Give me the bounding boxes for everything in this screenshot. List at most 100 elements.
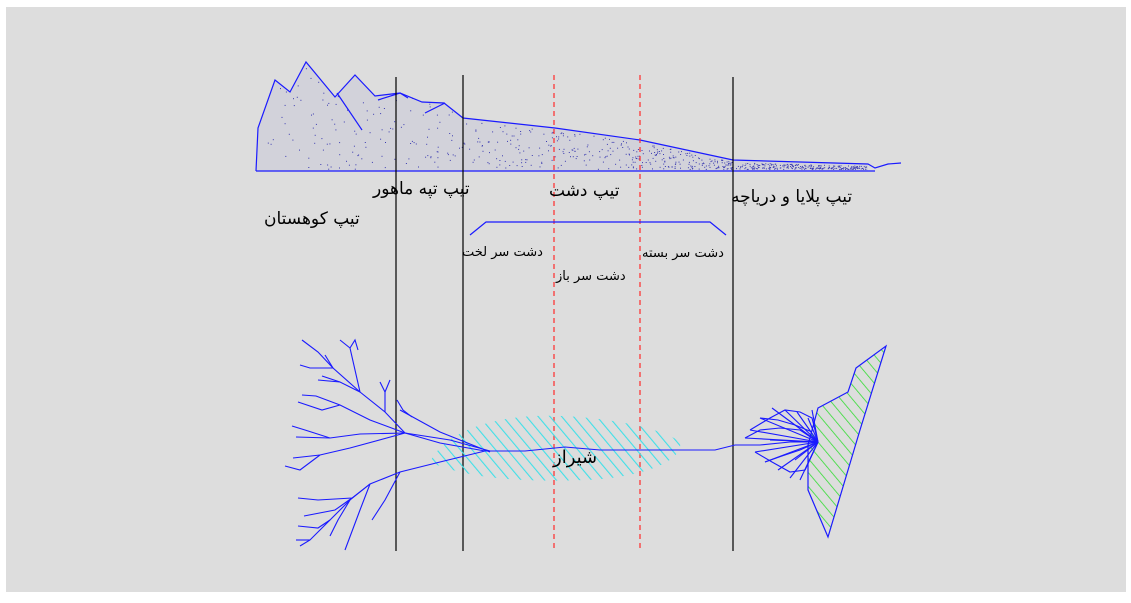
stipple-dot (551, 137, 553, 139)
stipple-dot (636, 158, 638, 160)
drainage-channel (297, 401, 341, 411)
stipple-dot (709, 166, 711, 168)
stipple-dot (568, 152, 570, 153)
stipple-dot (747, 168, 749, 170)
stipple-dot (761, 163, 763, 165)
stipple-dot (726, 164, 728, 166)
stipple-dot (635, 158, 637, 159)
stipple-dot (829, 166, 830, 168)
stipple-dot (822, 168, 824, 170)
stipple-dot (688, 161, 690, 163)
stipple-dot (539, 166, 541, 168)
stipple-dot (672, 157, 674, 159)
stipple-dot (736, 168, 737, 170)
stipple-dot (369, 132, 371, 134)
stipple-dot (783, 164, 785, 166)
stipple-dot (439, 121, 441, 123)
drainage-channel (744, 437, 819, 443)
stipple-dot (756, 164, 758, 165)
stipple-dot (280, 88, 281, 90)
stipple-dot (488, 141, 490, 143)
stipple-dot (320, 164, 322, 165)
stipple-dot (784, 164, 786, 166)
stipple-dot (827, 168, 829, 170)
stipple-dot (354, 168, 356, 170)
stipple-dot (620, 166, 622, 168)
stipple-dot (343, 121, 345, 123)
label-closed-pediment: دشت سر بسته (642, 246, 724, 261)
profile-fill (256, 62, 868, 171)
stipple-dot (678, 161, 680, 163)
stipple-dot (487, 162, 489, 164)
stipple-dot (523, 150, 525, 152)
stipple-dot (715, 168, 717, 170)
stipple-dot (769, 167, 771, 169)
stipple-dot (794, 168, 796, 170)
stipple-dot (506, 133, 508, 135)
drainage-channel (796, 411, 819, 443)
stipple-dot (499, 127, 501, 128)
stipple-dot (668, 166, 670, 168)
stipple-dot (687, 152, 689, 154)
stipple-dot (773, 165, 775, 167)
stipple-dot (663, 163, 665, 165)
stipple-dot (292, 139, 294, 141)
stipple-dot (805, 165, 807, 167)
stipple-dot (557, 167, 559, 169)
stipple-dot (653, 147, 655, 149)
stipple-dot (695, 162, 697, 164)
stipple-dot (698, 157, 700, 159)
stipple-dot (312, 127, 314, 129)
stipple-dot (840, 168, 842, 170)
stipple-dot (447, 152, 449, 154)
drainage-channel (291, 425, 331, 439)
stipple-dot (461, 146, 463, 148)
stipple-dot (705, 165, 707, 167)
drainage-channel (794, 441, 819, 461)
stipple-dot (585, 153, 587, 155)
stipple-dot (609, 147, 611, 149)
stipple-dot (517, 139, 519, 141)
stipple-dot (308, 167, 310, 168)
stipple-dot (718, 165, 720, 167)
stipple-dot (765, 163, 767, 165)
stipple-dot (852, 166, 854, 168)
stipple-dot (510, 143, 512, 145)
stipple-dot (657, 151, 659, 153)
stipple-dot (496, 158, 498, 160)
stipple-dot (740, 166, 742, 168)
stipple-dot (463, 142, 465, 144)
stipple-dot (656, 152, 658, 154)
stipple-dot (656, 149, 658, 151)
stipple-dot (839, 166, 841, 168)
stipple-dot (767, 163, 769, 165)
stipple-dot (786, 166, 788, 168)
stipple-dot (561, 132, 563, 134)
stipple-dot (592, 155, 594, 157)
stipple-dot (378, 106, 380, 108)
drainage-channel (759, 417, 819, 443)
drainage-channel (329, 499, 351, 537)
stipple-dot (691, 165, 693, 167)
stipple-dot (632, 161, 634, 163)
stipple-dot (809, 165, 810, 167)
stipple-dot (771, 163, 773, 165)
drainage-channel (324, 354, 334, 369)
stipple-dot (475, 130, 477, 132)
stipple-dot (645, 162, 647, 163)
stipple-dot (305, 68, 307, 70)
stipple-dot (662, 147, 664, 149)
stipple-dot (770, 167, 771, 169)
stipple-dot (843, 167, 845, 169)
stipple-dot (854, 167, 856, 168)
stipple-dot (348, 164, 350, 166)
stipple-dot (745, 163, 747, 165)
stipple-dot (758, 164, 760, 166)
stipple-dot (425, 156, 427, 158)
stipple-dot (589, 159, 591, 161)
stipple-dot (586, 146, 588, 148)
stipple-dot (724, 162, 726, 164)
drainage-channel (807, 417, 819, 443)
stipple-dot (722, 159, 724, 161)
stipple-dot (762, 167, 764, 169)
